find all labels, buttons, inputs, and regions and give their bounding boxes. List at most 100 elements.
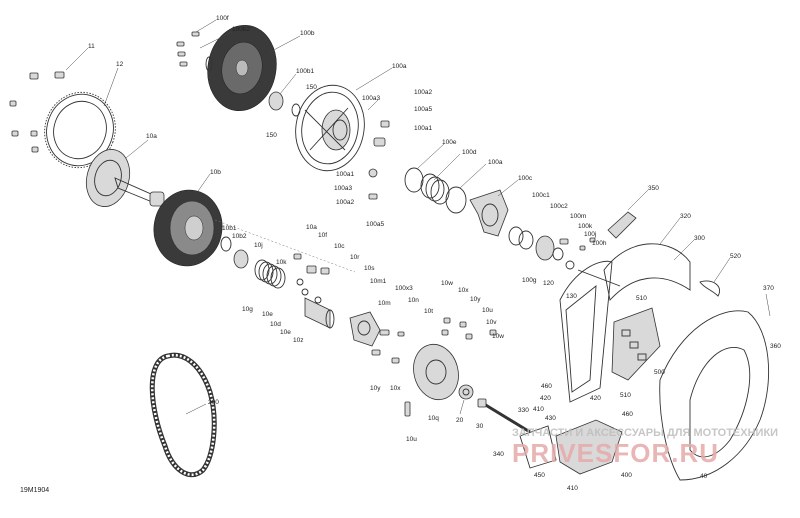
callout-100a-inner: 100a xyxy=(488,159,503,166)
callout-100a1-lower: 100a1 xyxy=(336,171,354,178)
callout-350: 350 xyxy=(648,185,659,192)
callout-10b: 10b xyxy=(210,169,221,176)
callout-150-upper: 150 xyxy=(306,84,317,91)
callout-130: 130 xyxy=(566,293,577,300)
part-spider-100c xyxy=(469,189,509,237)
callout-10g: 10g xyxy=(242,306,253,313)
callout-10k: 10k xyxy=(276,259,287,266)
callout-100h: 100h xyxy=(592,240,607,247)
callout-100e: 100e xyxy=(442,139,457,146)
callout-100a3: 100a3 xyxy=(362,95,380,102)
callout-10r: 10r xyxy=(350,254,360,261)
part-washers-10b1 xyxy=(220,236,249,269)
callout-150-lower: 150 xyxy=(266,132,277,139)
part-small-hardware-10w xyxy=(441,317,497,340)
part-drive-belt-200 xyxy=(149,352,217,478)
callout-10t: 10t xyxy=(424,308,433,315)
callout-100m: 100m xyxy=(570,213,586,220)
callout-10e-left: 10e xyxy=(262,311,273,318)
callout-10q: 10q xyxy=(428,415,439,422)
callout-10u-lower: 10u xyxy=(406,436,417,443)
callout-100g: 100g xyxy=(522,277,537,284)
part-cylinder-10z xyxy=(304,297,335,329)
callout-10b1: 10b1 xyxy=(222,225,237,232)
part-clip-520 xyxy=(699,280,720,297)
callout-410-lower: 410 xyxy=(567,485,578,492)
watermark-caption: ЗАПЧАСТИ И АКСЕССУАРЫ ДЛЯ МОТОТЕХНИКИ xyxy=(512,427,778,439)
part-bolts-left xyxy=(9,71,65,153)
part-bushing-100b1 xyxy=(268,91,301,117)
callout-100b: 100b xyxy=(300,30,315,37)
drawing-code: 19M1904 xyxy=(20,487,49,494)
callout-400: 400 xyxy=(621,472,632,479)
callout-10m: 10m xyxy=(378,300,391,307)
callout-370: 370 xyxy=(763,285,774,292)
callout-100a: 100a xyxy=(392,63,407,70)
part-cover-360 xyxy=(659,310,770,481)
part-hardware-100a1 xyxy=(368,120,390,200)
callout-10x: 10x xyxy=(458,287,469,294)
callout-labels: 11 12 10a 100f 100b2 100b 100b1 150 150 … xyxy=(88,15,781,492)
callout-360: 360 xyxy=(770,343,781,350)
part-bolt-30 xyxy=(477,398,531,434)
callout-10y-lower: 10y xyxy=(370,385,381,392)
callout-10y: 10y xyxy=(470,296,481,303)
callout-100a2-lower: 100a2 xyxy=(336,199,354,206)
callout-10b2: 10b2 xyxy=(232,233,247,240)
part-hub-10q xyxy=(404,343,474,417)
callout-300: 300 xyxy=(694,235,705,242)
callout-40: 40 xyxy=(700,473,708,480)
callout-10u: 10u xyxy=(482,307,493,314)
callout-340: 340 xyxy=(493,451,504,458)
callout-10a-upper: 10a xyxy=(306,224,317,231)
callout-500: 500 xyxy=(654,369,665,376)
callout-510-lower: 510 xyxy=(620,392,631,399)
callout-10v: 10v xyxy=(486,319,497,326)
callout-100f: 100f xyxy=(216,15,229,22)
part-small-bolts-100f xyxy=(176,31,213,72)
part-moveable-sheave-100a xyxy=(295,84,365,172)
callout-10s: 10s xyxy=(364,265,375,272)
callout-100c: 100c xyxy=(518,175,533,182)
part-lower-guard-400 xyxy=(519,419,623,475)
callout-10f: 10f xyxy=(318,232,327,239)
callout-100a3-lower: 100a3 xyxy=(334,185,352,192)
callout-10m1: 10m1 xyxy=(370,278,387,285)
callout-410-upper: 410 xyxy=(533,406,544,413)
watermark: ЗАПЧАСТИ И АКСЕССУАРЫ ДЛЯ МОТОТЕХНИКИ PR… xyxy=(512,427,778,468)
callout-12: 12 xyxy=(116,61,124,68)
callout-10d: 10d xyxy=(270,321,281,328)
callout-330: 330 xyxy=(518,407,529,414)
callout-100a2: 100a2 xyxy=(414,89,432,96)
callout-100j: 100j xyxy=(584,231,596,238)
callout-100a1: 100a1 xyxy=(414,125,432,132)
callout-10c: 10c xyxy=(334,243,345,250)
part-spring-10g xyxy=(254,259,286,289)
callout-100b2: 100b2 xyxy=(232,26,250,33)
part-sheave-100b xyxy=(207,24,277,112)
callout-100c1: 100c1 xyxy=(532,192,550,199)
part-fixed-sheave-10a xyxy=(85,149,165,207)
callout-100x3: 100x3 xyxy=(395,285,413,292)
callout-320: 320 xyxy=(680,213,691,220)
callout-460-upper: 460 xyxy=(541,383,552,390)
callout-430: 430 xyxy=(545,415,556,422)
callout-10e: 10e xyxy=(280,329,291,336)
part-cam-10m xyxy=(349,311,405,364)
callout-100c2: 100c2 xyxy=(550,203,568,210)
callout-11: 11 xyxy=(88,43,95,50)
leader-lines xyxy=(65,19,771,415)
callout-10w: 10w xyxy=(441,280,453,287)
callout-100b1: 100b1 xyxy=(296,68,314,75)
part-rings-100c1 xyxy=(508,226,621,287)
callout-20: 20 xyxy=(456,417,464,424)
part-latch-350 xyxy=(607,211,637,239)
callout-420-left: 420 xyxy=(540,395,551,402)
callout-10z: 10z xyxy=(293,337,303,344)
callout-10j: 10j xyxy=(254,242,263,249)
callout-520: 520 xyxy=(730,253,741,260)
callout-100k: 100k xyxy=(578,223,593,230)
callout-10a: 10a xyxy=(146,133,157,140)
part-outer-sheave-10b xyxy=(153,189,356,273)
